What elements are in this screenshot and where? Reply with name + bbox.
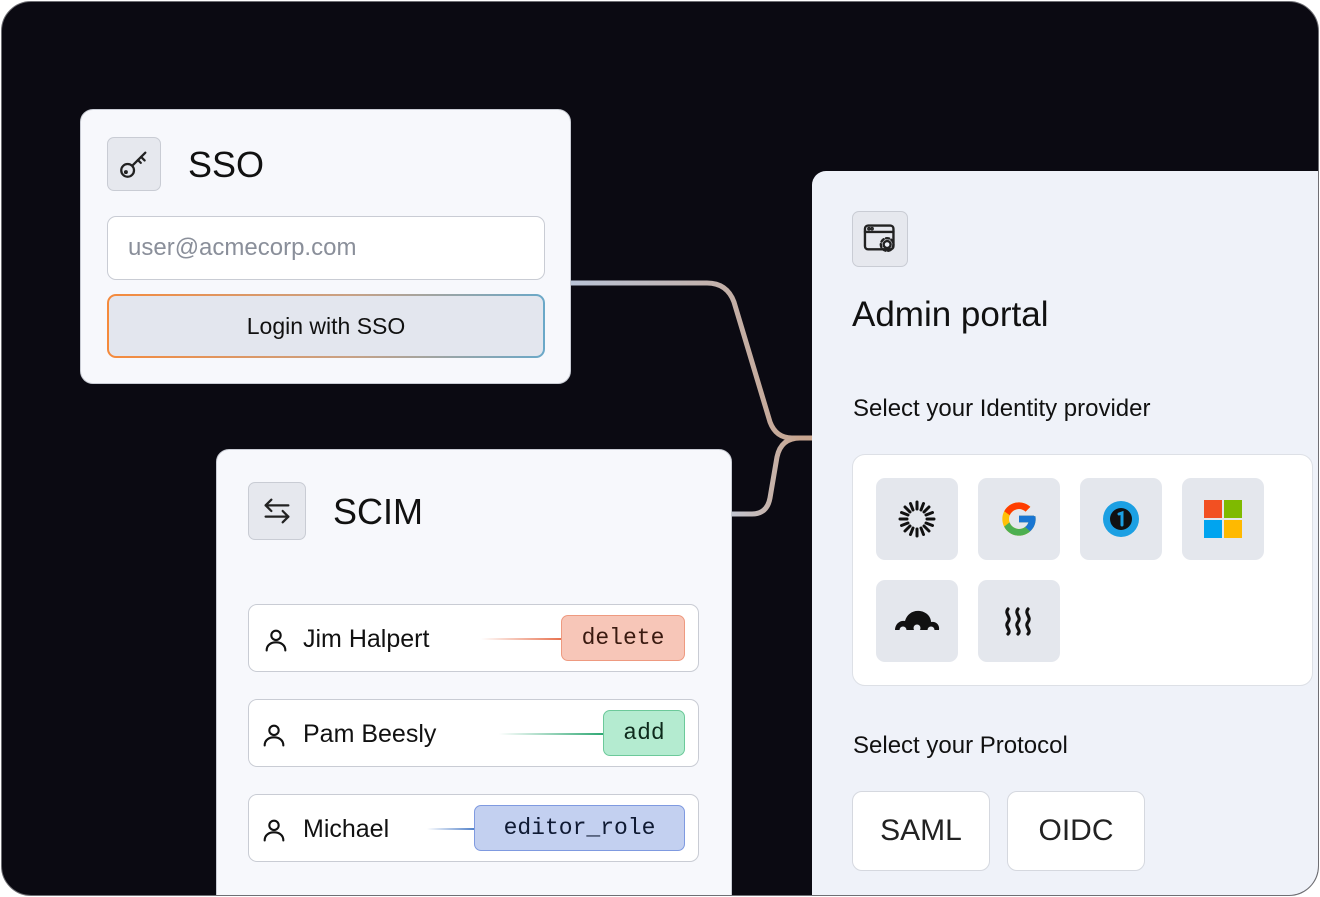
person-icon	[260, 721, 288, 754]
action-badge: delete	[561, 615, 685, 661]
onelogin-icon[interactable]	[1080, 478, 1162, 560]
connector-line	[481, 638, 561, 640]
user-row[interactable]: Michael editor_role	[248, 794, 699, 862]
jumpcloud-icon[interactable]	[978, 580, 1060, 662]
user-name: Pam Beesly	[303, 720, 437, 748]
admin-portal-card: Admin portal Select your Identity provid…	[812, 171, 1318, 895]
key-icon	[107, 137, 161, 191]
email-field[interactable]	[107, 216, 545, 280]
login-with-sso-button[interactable]: Login with SSO	[109, 296, 543, 356]
scim-card: SCIM Jim Halpert delete Pam Beesly add M…	[216, 449, 732, 895]
user-name: Jim Halpert	[303, 625, 430, 653]
user-row[interactable]: Pam Beesly add	[248, 699, 699, 767]
protocol-section-label: Select your Protocol	[853, 732, 1068, 759]
browser-settings-icon	[852, 211, 908, 267]
admin-portal-title: Admin portal	[852, 295, 1049, 334]
connector-line	[499, 733, 603, 735]
sso-title: SSO	[188, 144, 265, 185]
user-row[interactable]: Jim Halpert delete	[248, 604, 699, 672]
microsoft-icon[interactable]	[1182, 478, 1264, 560]
action-badge: add	[603, 710, 685, 756]
google-icon[interactable]	[978, 478, 1060, 560]
action-badge: editor_role	[474, 805, 685, 851]
sso-card: SSO Login with SSO	[80, 109, 571, 384]
arrows-exchange-icon	[248, 482, 306, 540]
person-icon	[260, 816, 288, 849]
oidc-button[interactable]: OIDC	[1007, 791, 1145, 871]
scim-title: SCIM	[333, 491, 423, 532]
connector-line	[427, 828, 475, 830]
user-name: Michael	[303, 815, 390, 843]
saml-button[interactable]: SAML	[852, 791, 990, 871]
idp-grid	[852, 454, 1313, 686]
okta-icon[interactable]	[876, 478, 958, 560]
person-icon	[262, 626, 290, 659]
cloud-provider-icon[interactable]	[876, 580, 958, 662]
idp-section-label: Select your Identity provider	[853, 395, 1151, 422]
login-button-border: Login with SSO	[107, 294, 545, 358]
